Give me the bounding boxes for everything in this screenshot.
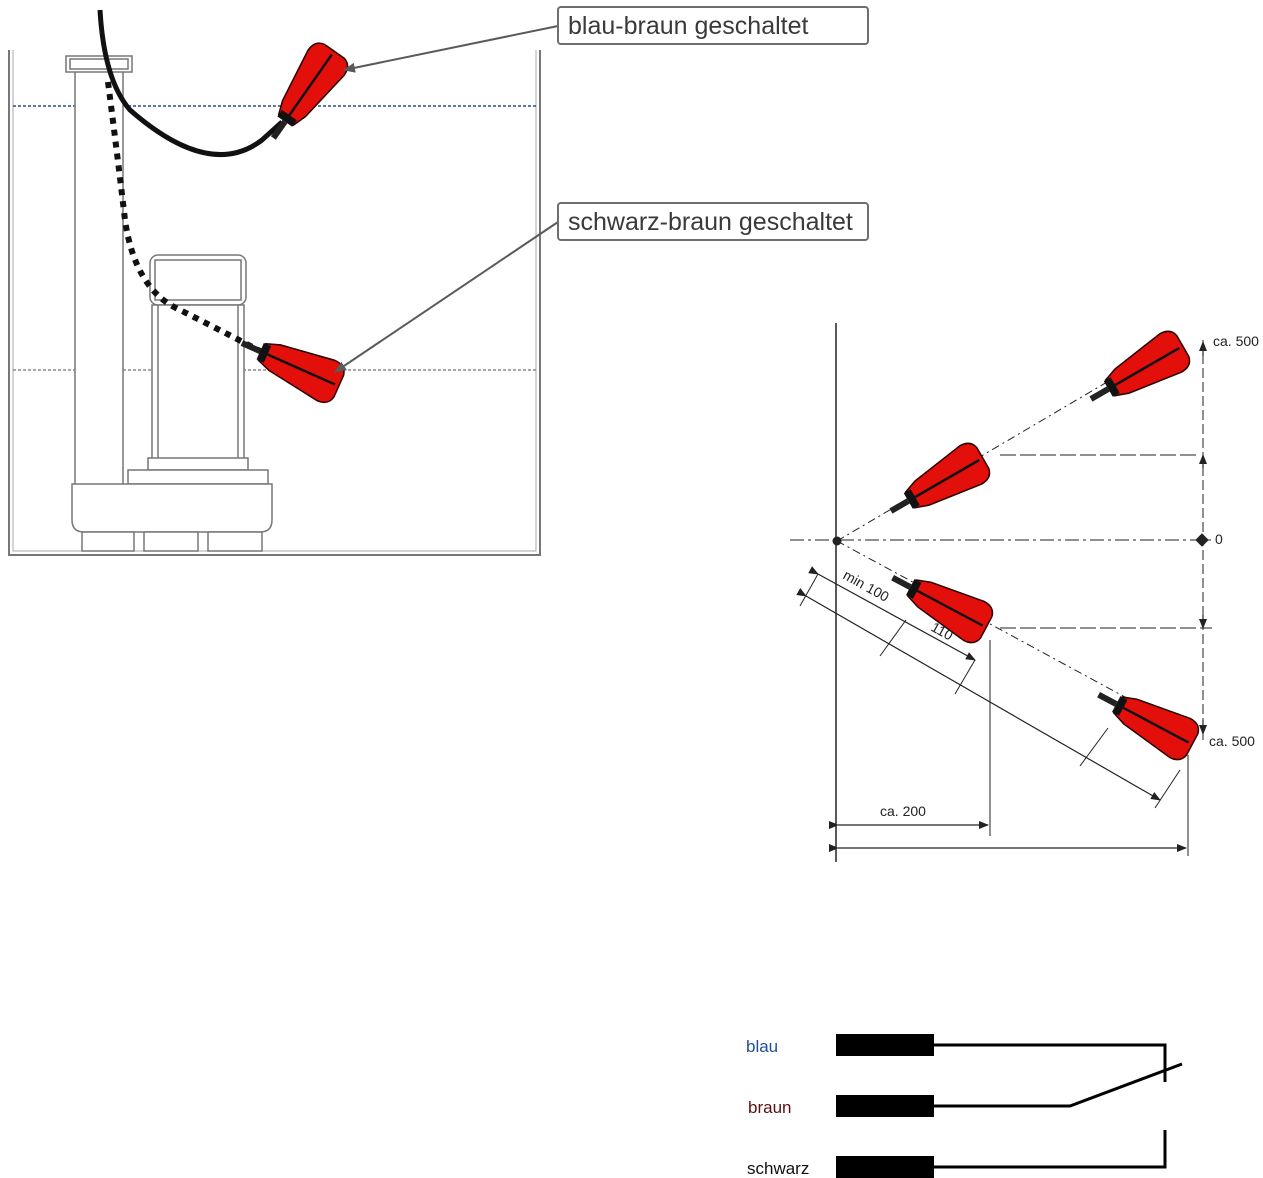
wire-schwarz xyxy=(934,1130,1167,1169)
callout-upper-label: blau-braun geschaltet xyxy=(568,12,808,40)
zero-marker xyxy=(1195,533,1209,547)
float-bottom xyxy=(1086,673,1204,766)
dim-zero-label: 0 xyxy=(1215,531,1223,547)
wire-label-braun: braun xyxy=(748,1098,791,1117)
tank-scene: blau-braun geschaltet schwarz-braun gesc… xyxy=(8,6,869,556)
dim-horizontal-label: ca. 200 xyxy=(880,803,926,819)
dim-top-label: ca. 500 xyxy=(1213,333,1259,349)
callout-lower: schwarz-braun geschaltet xyxy=(557,202,869,241)
dim-min-label: min 100 xyxy=(841,567,893,605)
terminal-braun xyxy=(836,1095,934,1117)
discharge-pipe xyxy=(65,55,133,491)
wire-braun-switch xyxy=(934,1062,1183,1108)
dim-bottom-label: ca. 500 xyxy=(1209,733,1255,749)
wire-blau xyxy=(934,1043,1167,1082)
terminal-blau xyxy=(836,1034,934,1056)
wire-label-blau: blau xyxy=(746,1037,778,1056)
wire-label-schwarz: schwarz xyxy=(747,1159,809,1178)
tank-wall xyxy=(8,50,541,556)
wiring-diagram: blau braun schwarz xyxy=(746,1034,1183,1178)
float-top xyxy=(1078,325,1195,420)
dimension-drawing xyxy=(790,323,1215,862)
callout-lower-label: schwarz-braun geschaltet xyxy=(568,208,853,236)
terminal-schwarz xyxy=(836,1156,934,1178)
callout-upper: blau-braun geschaltet xyxy=(557,6,869,45)
upper-float-cable xyxy=(97,9,284,157)
float-upper-mid xyxy=(878,437,995,532)
lower-float xyxy=(231,321,349,408)
lower-float-cable xyxy=(105,81,264,355)
